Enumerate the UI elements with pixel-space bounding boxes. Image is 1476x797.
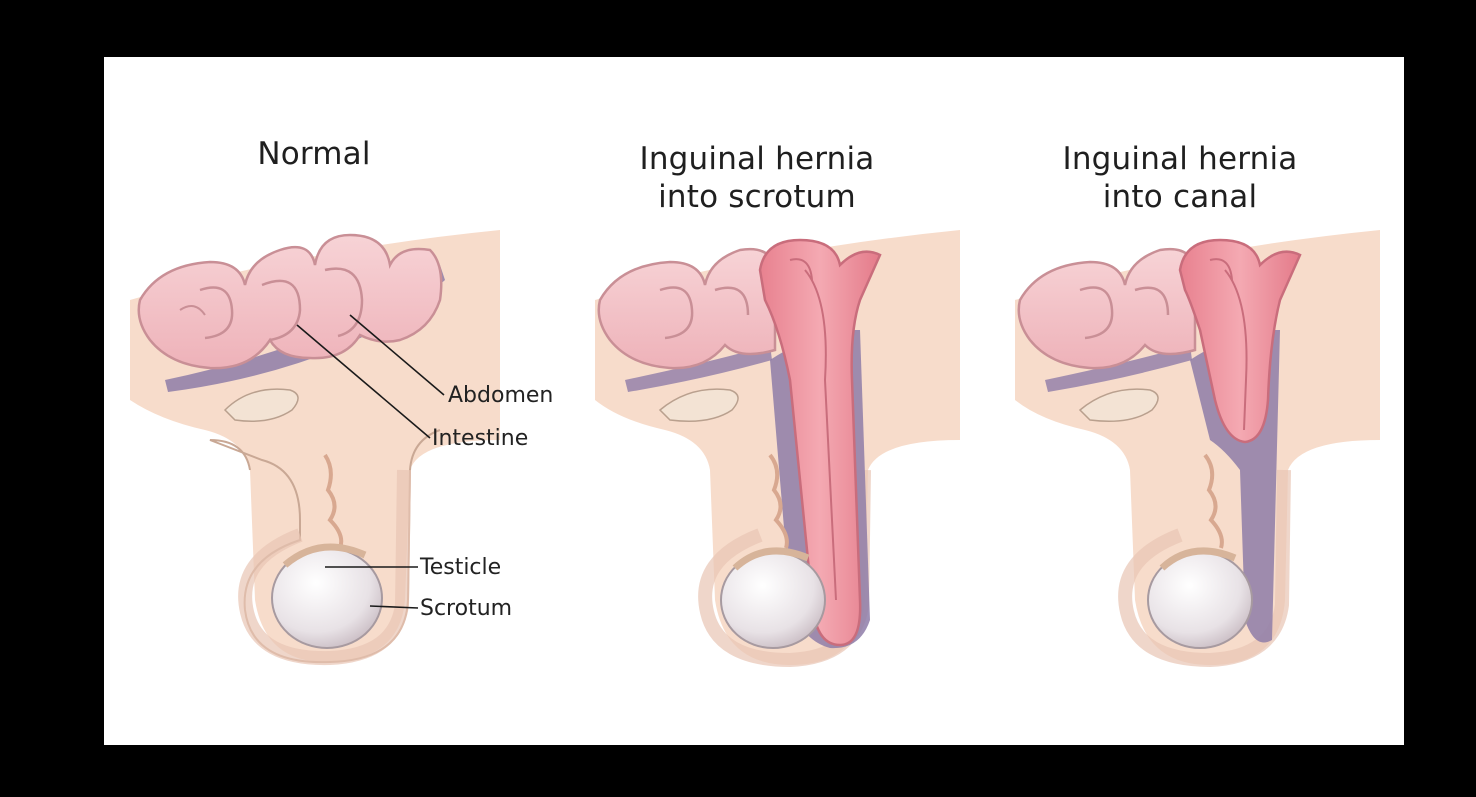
label-scrotum: Scrotum [420,596,512,622]
panel-title-normal: Normal [214,135,414,173]
panel-title-hernia-canal: Inguinal hernia into canal [1020,140,1340,216]
panel-title-hernia-scrotum: Inguinal hernia into scrotum [597,140,917,216]
label-intestine: Intestine [432,426,528,452]
panel-hernia-scrotum [595,230,960,665]
label-testicle: Testicle [420,555,501,581]
panel-hernia-canal [1015,230,1380,665]
label-abdomen: Abdomen [448,383,553,409]
